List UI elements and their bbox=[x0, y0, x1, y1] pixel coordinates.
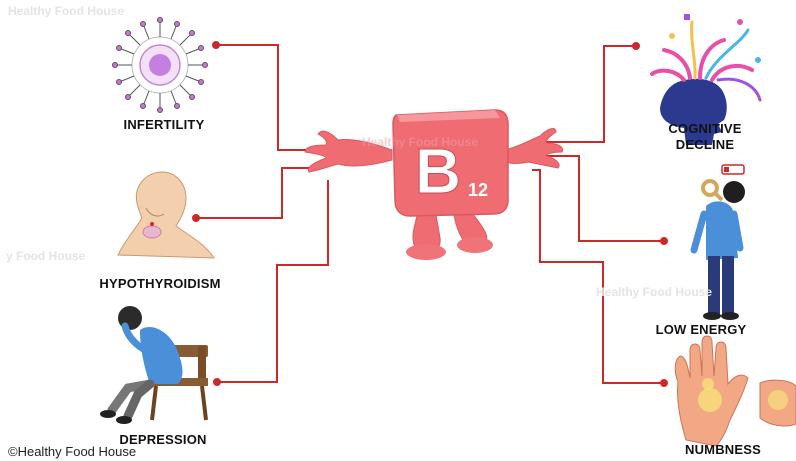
connector-hypothyroidism bbox=[196, 168, 318, 218]
b12-subscript: 12 bbox=[468, 180, 488, 200]
thyroid-neck-icon bbox=[118, 172, 214, 258]
b12-character: B 12 bbox=[305, 110, 563, 260]
depressed-person-icon bbox=[100, 306, 208, 424]
infertility-icon bbox=[113, 18, 208, 113]
connector-low-energy bbox=[532, 156, 664, 241]
connector-infertility bbox=[216, 45, 318, 150]
label-cognitive-line2: DECLINE bbox=[650, 137, 760, 153]
connector-numbness bbox=[532, 170, 664, 383]
watermark-mid-right: Healthy Food House bbox=[596, 285, 712, 299]
watermark-mid-left: y Food House bbox=[6, 249, 85, 263]
label-infertility: INFERTILITY bbox=[104, 117, 224, 133]
watermark-center: Healthy Food House bbox=[362, 135, 478, 149]
connector-cognitive bbox=[532, 46, 636, 142]
copyright-text: ©Healthy Food House bbox=[8, 444, 136, 459]
label-cognitive-line1: COGNITIVE bbox=[650, 121, 760, 137]
label-cognitive-decline: COGNITIVE DECLINE bbox=[650, 121, 760, 153]
numb-hand-icon bbox=[675, 336, 796, 446]
label-hypothyroidism: HYPOTHYROIDISM bbox=[80, 276, 240, 292]
label-numbness: NUMBNESS bbox=[668, 442, 778, 458]
watermark-top-left: Healthy Food House bbox=[8, 4, 124, 18]
label-low-energy: LOW ENERGY bbox=[636, 322, 766, 338]
